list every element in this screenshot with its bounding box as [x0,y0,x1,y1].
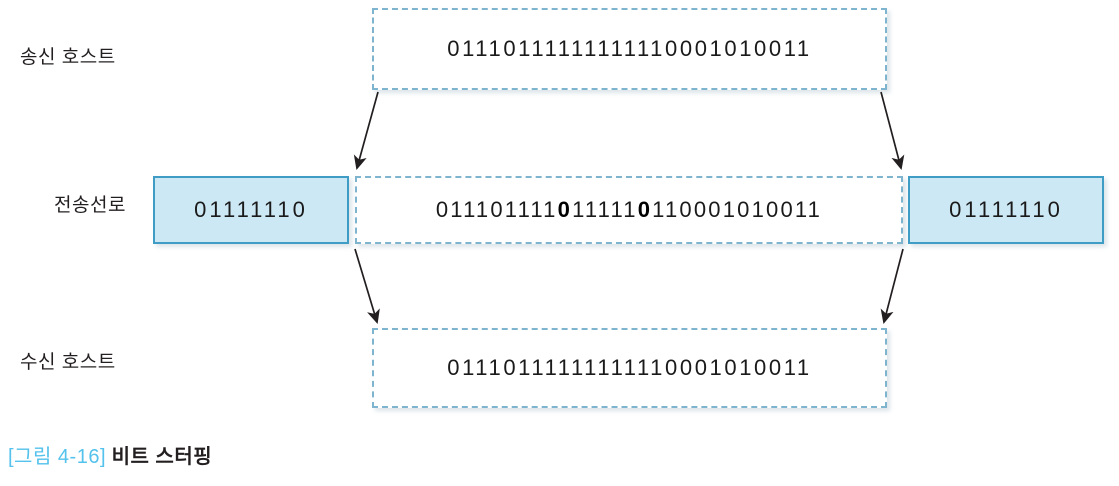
stuffed-bit-2: 0 [637,197,653,222]
sending-host-frame-box: 01110111111111110001010011 [372,8,887,90]
arrow-unstuff-left [354,248,380,324]
figure-caption-title: 비트 스터핑 [111,446,213,468]
receiving-host-frame-box: 01110111111111110001010011 [372,328,887,408]
receiving-host-bitstream: 01110111111111110001010011 [447,355,812,380]
flag-left-bits: 01111110 [194,197,308,222]
row-label-transmission-line: 전송선로 [54,195,126,216]
figure-caption: [그림 4-16] 비트 스터핑 [8,440,212,469]
arrow-stuff-left [353,91,379,170]
row-label-sending-host: 송신 호스트 [20,47,116,68]
sending-host-bitstream: 01110111111111110001010011 [447,36,812,61]
figure-caption-number: [그림 4-16] [8,446,106,468]
row-label-receiving-host: 수신 호스트 [20,352,116,373]
arrow-unstuff-right [880,248,904,324]
stuffed-bit-1: 0 [557,197,573,222]
stuffed-bitstream: 0111011110111110110001010011 [436,197,822,223]
stuffed-bitstream-part1: 011101111 [435,197,558,222]
arrow-stuff-right [880,91,905,170]
stuffed-bitstream-part3: 110001010011 [652,197,823,222]
flag-right-bits: 01111110 [949,197,1063,222]
flag-box-right: 01111110 [908,176,1104,244]
flag-box-left: 01111110 [153,176,349,244]
stuffed-bitstream-part2: 11111 [572,197,638,222]
transmission-line-frame-box: 0111011110111110110001010011 [355,176,903,244]
